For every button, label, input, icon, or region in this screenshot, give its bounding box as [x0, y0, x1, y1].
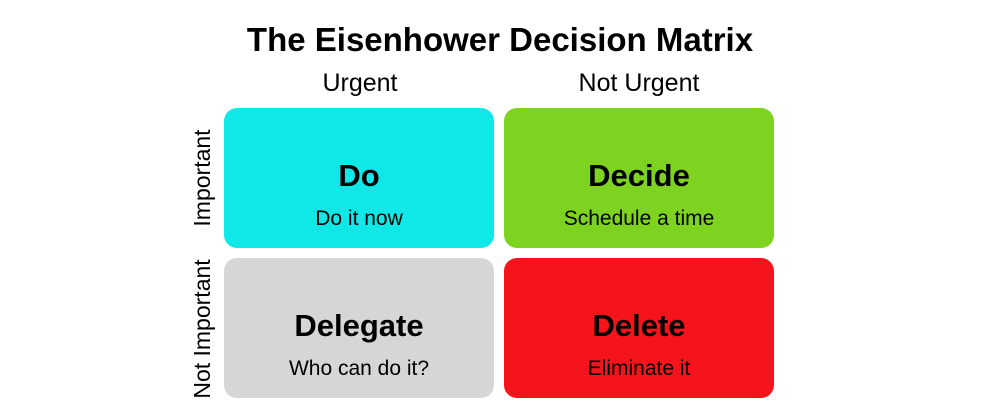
- column-header-not-urgent: Not Urgent: [578, 69, 700, 97]
- quadrant-subtitle: Schedule a time: [563, 207, 715, 230]
- quadrant-delete: Delete Eliminate it: [504, 258, 774, 398]
- quadrant-title: Decide: [588, 158, 690, 193]
- quadrant-do: Do Do it now: [224, 108, 494, 248]
- quadrant-decide: Decide Schedule a time: [504, 108, 774, 248]
- column-header-urgent: Urgent: [322, 69, 398, 97]
- row-header-important: Important: [189, 129, 215, 227]
- quadrant-title: Delete: [592, 308, 686, 343]
- quadrant-subtitle: Do it now: [315, 207, 403, 230]
- matrix-title: The Eisenhower Decision Matrix: [246, 21, 754, 58]
- quadrant-subtitle: Who can do it?: [288, 357, 430, 380]
- row-header-not-important: Not Important: [189, 259, 215, 399]
- quadrant-subtitle: Eliminate it: [587, 357, 691, 380]
- quadrant-title: Delegate: [294, 308, 424, 343]
- quadrant-title: Do: [338, 158, 380, 193]
- quadrant-delegate: Delegate Who can do it?: [224, 258, 494, 398]
